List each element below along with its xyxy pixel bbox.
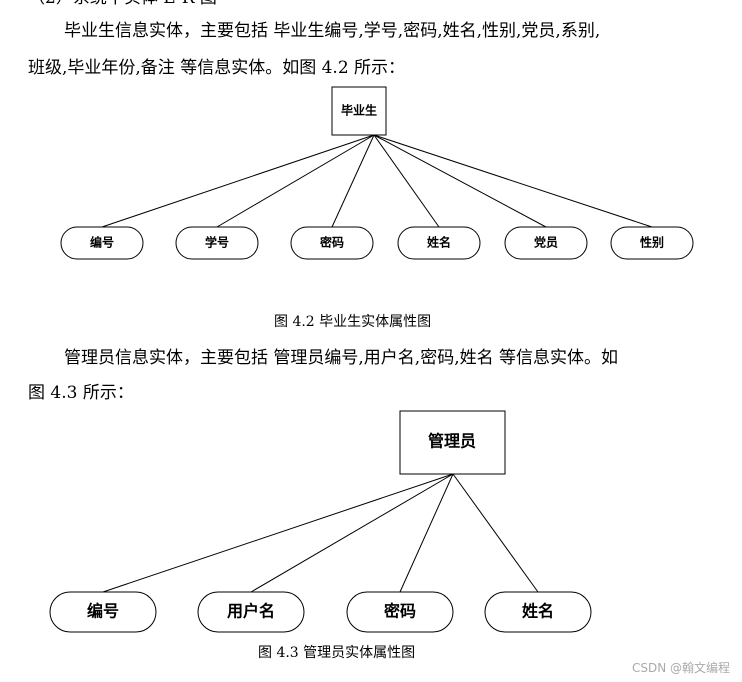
attribute-ellipse xyxy=(197,591,305,633)
attribute-label: 姓名 xyxy=(427,235,451,250)
attribute-label: 编号 xyxy=(89,235,114,250)
entity-box xyxy=(399,410,506,475)
figure-caption: 图 4.2 毕业生实体属性图 xyxy=(274,314,432,330)
paragraph-line: 毕业生信息实体，主要包括 毕业生编号,学号,密码,姓名,性别,党员,系别, xyxy=(64,21,601,41)
attribute-ellipse xyxy=(346,591,454,633)
paragraph-line: 班级,毕业年份,备注 等信息实体。如图 4.2 所示： xyxy=(28,58,406,78)
attribute-label: 党员 xyxy=(534,235,558,250)
attribute-ellipse xyxy=(60,226,144,260)
attribute-ellipse xyxy=(484,591,592,633)
attribute-ellipse xyxy=(175,226,259,260)
relation-line xyxy=(373,134,440,228)
relation-line xyxy=(216,134,375,228)
relation-line xyxy=(373,134,547,228)
watermark: CSDN @翰文编程 xyxy=(631,661,730,675)
attribute-label: 密码 xyxy=(320,235,344,250)
relation-line xyxy=(452,473,539,593)
graduate-er-diagram: 毕业生 编号 学号 密码 姓名 党员 性别 xyxy=(60,86,694,260)
relation-line xyxy=(331,134,375,228)
relation-line xyxy=(373,134,653,228)
relation-line xyxy=(101,134,375,228)
paragraph-line: 图 4.3 所示： xyxy=(28,383,134,403)
attribute-label: 性别 xyxy=(639,235,664,250)
attribute-ellipse xyxy=(290,226,374,260)
attribute-ellipse xyxy=(49,591,157,633)
section-heading: （2）系统中实体 E-R 图 xyxy=(28,0,217,8)
attribute-ellipse xyxy=(610,226,694,260)
relation-line xyxy=(102,473,454,593)
attribute-label: 学号 xyxy=(205,235,229,250)
relation-line xyxy=(250,473,454,593)
relation-line xyxy=(399,473,454,593)
attribute-label: 用户名 xyxy=(227,602,275,621)
entity-label: 管理员 xyxy=(428,432,476,451)
admin-er-diagram: 管理员 编号 用户名 密码 姓名 xyxy=(49,410,592,633)
paragraph-line: 管理员信息实体，主要包括 管理员编号,用户名,密码,姓名 等信息实体。如 xyxy=(64,348,619,368)
figure-caption: 图 4.3 管理员实体属性图 xyxy=(258,645,416,661)
attribute-ellipse xyxy=(504,226,588,260)
attribute-ellipse xyxy=(397,226,481,260)
entity-box xyxy=(331,86,387,136)
attribute-label: 密码 xyxy=(383,602,416,621)
entity-label: 毕业生 xyxy=(341,103,377,118)
attribute-label: 姓名 xyxy=(522,602,554,621)
attribute-label: 编号 xyxy=(87,602,119,621)
